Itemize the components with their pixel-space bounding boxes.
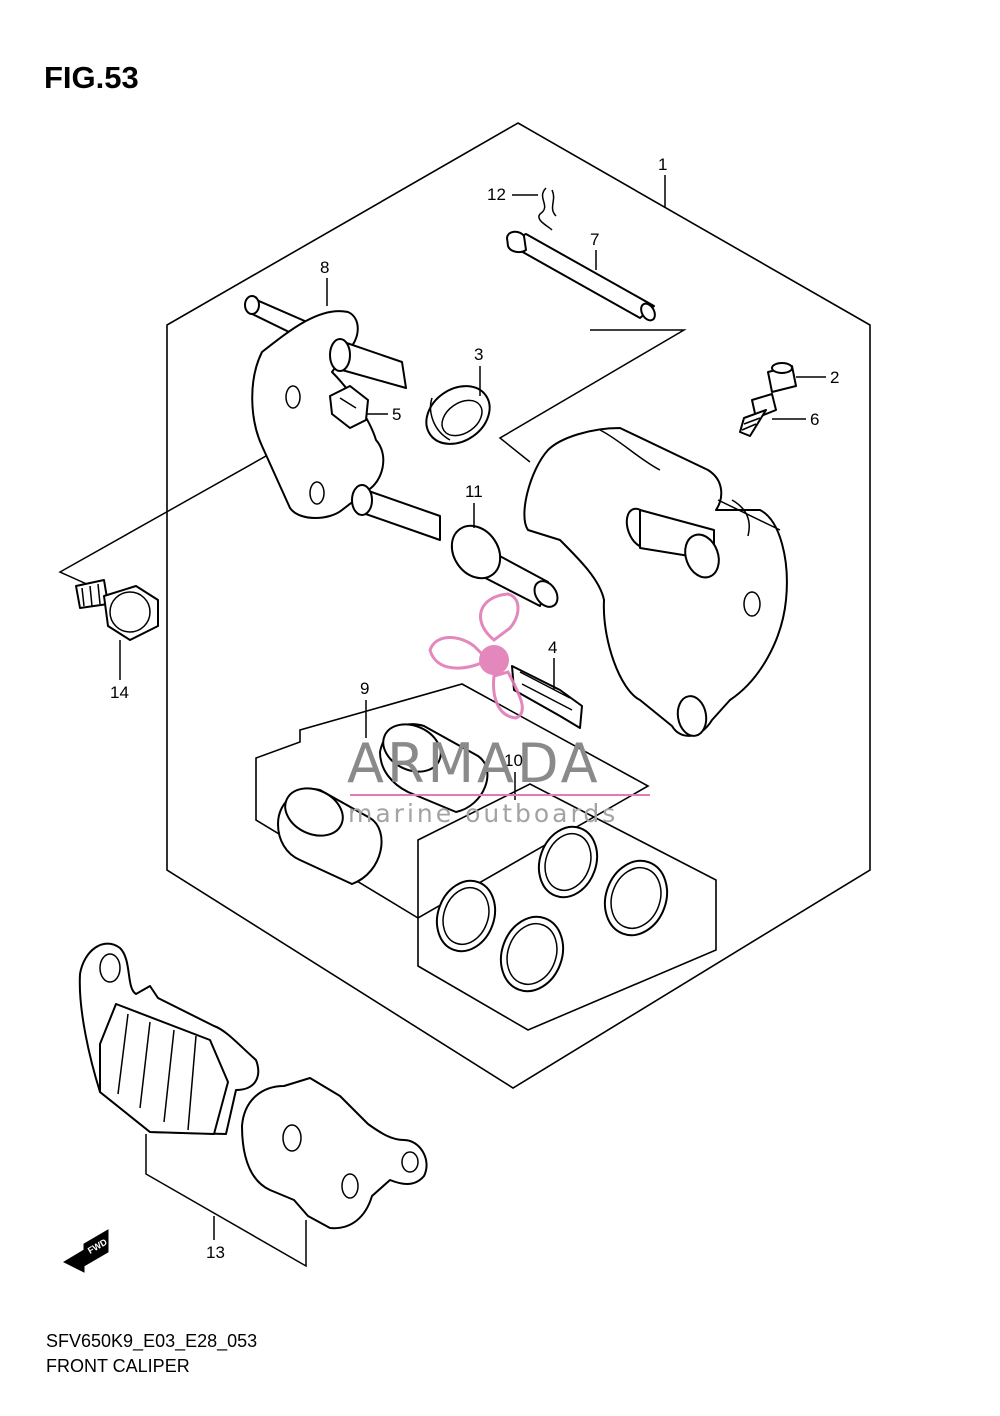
svg-text:12: 12 xyxy=(487,185,506,204)
watermark-tagline: marine outboards xyxy=(348,799,618,828)
piston-b xyxy=(379,723,489,813)
caliper-mount-bolt-part xyxy=(75,579,159,641)
svg-text:6: 6 xyxy=(810,410,819,429)
fwd-arrow-icon: FWD xyxy=(62,1229,109,1273)
callout-9: 9 xyxy=(360,679,369,738)
callout-12: 12 xyxy=(487,185,538,204)
callout-3: 3 xyxy=(474,345,483,396)
callout-4: 4 xyxy=(548,638,557,690)
brake-pad-left xyxy=(78,942,260,1135)
callout-11: 11 xyxy=(465,482,483,528)
svg-text:7: 7 xyxy=(590,230,599,249)
bleeder-valve-part xyxy=(739,393,777,437)
boot-small-part xyxy=(450,524,559,608)
bleeder-cap-part xyxy=(767,362,797,393)
seal-ring-4 xyxy=(499,915,565,993)
callout-2: 2 xyxy=(796,368,839,387)
svg-text:8: 8 xyxy=(320,258,329,277)
model-code: SFV650K9_E03_E28_053 xyxy=(46,1331,258,1351)
bracket-clip-part xyxy=(329,385,369,429)
watermark-brand: ARMADA xyxy=(347,732,601,795)
svg-text:2: 2 xyxy=(830,368,839,387)
figure-title: FIG.53 xyxy=(44,60,139,95)
piston-a xyxy=(277,787,383,885)
svg-text:11: 11 xyxy=(465,482,483,501)
seal-ring-2 xyxy=(603,859,669,937)
svg-text:9: 9 xyxy=(360,679,369,698)
pad-kit-bracket xyxy=(145,1134,307,1268)
pad-spring-clip-part xyxy=(511,665,583,729)
svg-text:3: 3 xyxy=(474,345,483,364)
figure-caption: FRONT CALIPER xyxy=(46,1356,190,1376)
svg-text:13: 13 xyxy=(206,1243,225,1262)
callout-7: 7 xyxy=(590,230,599,270)
armada-watermark-logo xyxy=(428,592,524,720)
piston-kit-frame xyxy=(255,683,650,919)
seal-ring-3 xyxy=(435,879,497,953)
svg-text:14: 14 xyxy=(110,683,129,702)
callout-5: 5 xyxy=(366,405,401,424)
callout-14: 14 xyxy=(110,640,129,702)
boot-large-part xyxy=(425,385,491,445)
caliper-body-part xyxy=(523,427,788,737)
leader-line-pin xyxy=(498,329,687,463)
pad-mount-pin-part xyxy=(506,230,656,322)
assembly-frame xyxy=(166,122,871,1089)
pin-clip-part xyxy=(538,187,557,231)
callout-1: 1 xyxy=(658,155,667,208)
brake-pad-right xyxy=(241,1077,428,1230)
callout-8: 8 xyxy=(320,258,329,306)
callout-6: 6 xyxy=(772,410,819,429)
svg-text:10: 10 xyxy=(504,751,523,770)
seal-kit-frame xyxy=(417,783,717,1031)
seal-ring-1 xyxy=(537,825,599,899)
svg-text:5: 5 xyxy=(392,405,401,424)
svg-text:1: 1 xyxy=(658,155,667,174)
caliper-bracket-part xyxy=(244,295,441,541)
callout-13: 13 xyxy=(206,1216,225,1262)
svg-text:4: 4 xyxy=(548,638,557,657)
